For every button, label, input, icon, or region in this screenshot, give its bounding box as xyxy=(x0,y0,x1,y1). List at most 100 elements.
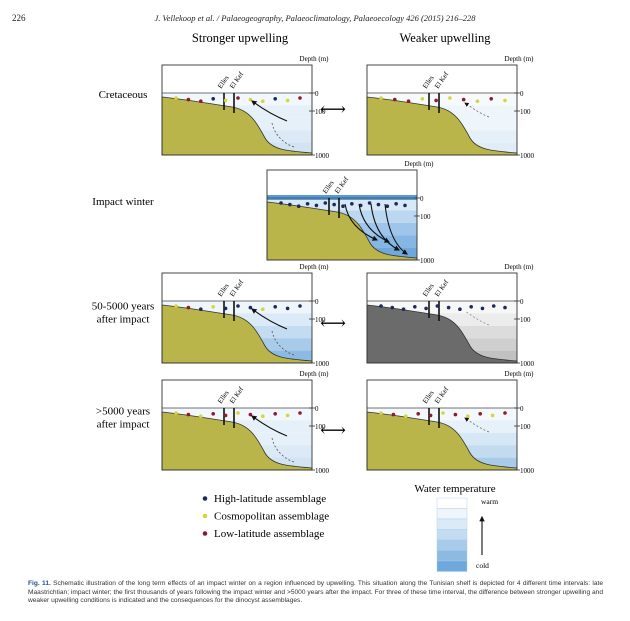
panel-frame xyxy=(161,272,313,364)
depth-tick-label: 100 xyxy=(420,213,431,221)
assemblage-dot xyxy=(490,413,495,418)
depth-tick-label: 0 xyxy=(420,195,424,203)
comparison-arrow: ⟷ xyxy=(320,420,346,440)
figure-caption: Fig. 11. Schematic illustration of the l… xyxy=(28,580,603,606)
assemblage-dot xyxy=(186,412,191,417)
assemblage-dot xyxy=(211,412,215,416)
assemblage-dot xyxy=(288,202,292,207)
assemblage-dot xyxy=(469,305,473,309)
site-label-elles: Elles xyxy=(421,282,436,298)
assemblage-dot xyxy=(350,202,354,206)
depth-axis-label: Depth (m) xyxy=(505,55,535,63)
assemblage-dot xyxy=(466,414,470,418)
assemblage-dot xyxy=(236,411,240,415)
site-label-elles: Elles xyxy=(216,282,231,298)
assemblage-dot xyxy=(376,202,381,207)
depth-tick-label: 100 xyxy=(315,108,326,116)
assemblage-dot xyxy=(285,413,290,418)
assemblage-dot xyxy=(406,99,411,103)
legend-label: Low-latitude assemblage xyxy=(214,528,324,540)
site-label-elkef: El Kef xyxy=(228,70,246,90)
assemblage-dot xyxy=(273,412,277,416)
upwelling-arrow xyxy=(251,415,288,437)
comparison-arrow: ⟷ xyxy=(320,99,346,119)
site-label-elkef: El Kef xyxy=(433,278,451,298)
panel-frame xyxy=(161,379,313,471)
panel-frame xyxy=(366,272,518,364)
temperature-band xyxy=(436,560,468,572)
assemblage-dot xyxy=(434,98,438,103)
assemblage-dot xyxy=(448,96,452,100)
assemblage-dot xyxy=(413,305,417,309)
assemblage-dot xyxy=(391,412,396,417)
row-label: after impact xyxy=(97,419,150,431)
shelf-land xyxy=(161,411,313,471)
assemblage-dot xyxy=(174,304,178,308)
temperature-band xyxy=(436,550,468,562)
row-label: after impact xyxy=(97,314,150,326)
assemblage-dot xyxy=(223,413,228,418)
assemblage-dot xyxy=(298,411,302,415)
legend-label: Cosmopolitan assemblage xyxy=(214,511,329,523)
assemblage-dot xyxy=(394,202,398,206)
assemblage-dot xyxy=(248,412,253,417)
assemblage-dot xyxy=(285,98,290,103)
assemblage-dot xyxy=(211,97,215,101)
temperature-warm-label: warm xyxy=(481,497,498,506)
assemblage-dot xyxy=(261,99,265,103)
assemblage-dot xyxy=(475,99,480,103)
site-label-elles: Elles xyxy=(216,74,231,90)
assemblage-dot xyxy=(428,413,433,418)
assemblage-dot xyxy=(491,304,496,308)
assemblage-dot xyxy=(390,305,395,310)
page-number: 226 xyxy=(12,13,26,23)
assemblage-dot xyxy=(199,99,203,103)
panel-frame xyxy=(266,169,418,261)
assemblage-dot xyxy=(273,305,277,309)
row-label: Cretaceous xyxy=(99,89,148,101)
depth-axis-label: Depth (m) xyxy=(300,55,330,63)
assemblage-dot xyxy=(186,97,191,102)
temperature-title: Water temperature xyxy=(414,483,495,495)
assemblage-dot xyxy=(379,411,383,415)
downwelling-arrow xyxy=(384,203,408,255)
assemblage-dot xyxy=(341,204,345,208)
assemblage-dot xyxy=(236,96,240,100)
column-title-weaker: Weaker upwelling xyxy=(400,31,492,45)
assemblage-dot xyxy=(261,414,265,418)
assemblage-dot xyxy=(285,306,290,311)
surface-cold-layer xyxy=(267,195,417,200)
assemblage-dot xyxy=(305,202,310,206)
depth-tick-label: 0 xyxy=(315,298,319,306)
weak-upwelling-arrow xyxy=(464,310,490,326)
assemblage-dot xyxy=(385,204,390,208)
weak-upwelling-arrow xyxy=(464,102,490,118)
assemblage-dot xyxy=(199,414,203,418)
assemblage-dot xyxy=(435,304,440,308)
shelf-land xyxy=(366,411,518,471)
legend-dot xyxy=(202,496,208,501)
temperature-cold-label: cold xyxy=(476,561,489,570)
assemblage-dot xyxy=(248,97,253,102)
temperature-band xyxy=(436,497,468,509)
assemblage-dot xyxy=(480,306,485,311)
assemblage-dot xyxy=(424,306,428,311)
assemblage-dot xyxy=(403,203,407,208)
upwelling-arrow xyxy=(251,308,288,330)
assemblage-dot xyxy=(211,305,215,309)
shelf-land xyxy=(366,96,518,156)
assemblage-dot xyxy=(401,307,406,311)
journal-header: J. Vellekoop et al. / Palaeogeography, P… xyxy=(154,13,476,23)
assemblage-dot xyxy=(379,304,383,308)
assemblage-dot xyxy=(174,411,178,415)
assemblage-dot xyxy=(298,304,302,308)
current-arrow xyxy=(271,437,295,463)
site-label-elkef: El Kef xyxy=(228,385,246,405)
panel-frame xyxy=(366,64,518,156)
assemblage-dot xyxy=(279,201,283,205)
assemblage-dot xyxy=(174,96,178,100)
